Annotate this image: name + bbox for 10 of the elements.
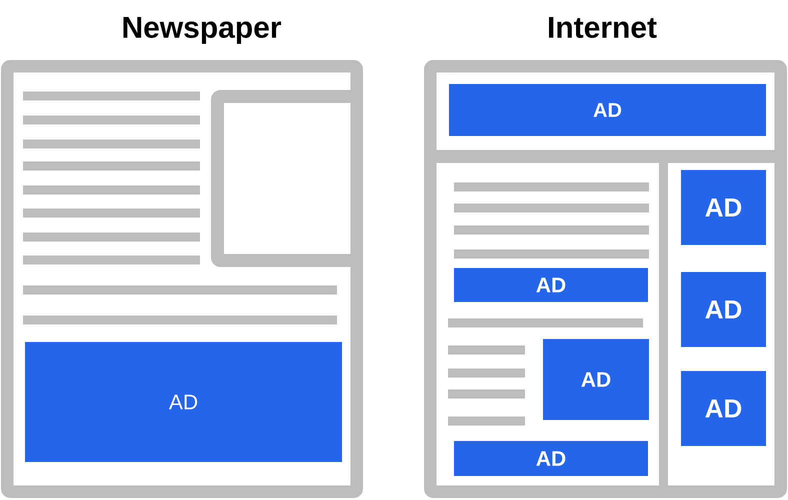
ad-label: AD xyxy=(705,400,742,418)
ad-label: AD xyxy=(536,451,566,466)
ad-label: AD xyxy=(594,103,622,117)
ad-label: AD xyxy=(536,278,566,292)
heading: Internet xyxy=(549,17,657,38)
heading: Newspaper xyxy=(123,17,282,44)
ad-label: AD xyxy=(705,198,742,216)
ad-label: AD xyxy=(705,300,742,318)
ad-label: AD xyxy=(581,372,610,387)
ad-label: AD xyxy=(168,394,198,410)
